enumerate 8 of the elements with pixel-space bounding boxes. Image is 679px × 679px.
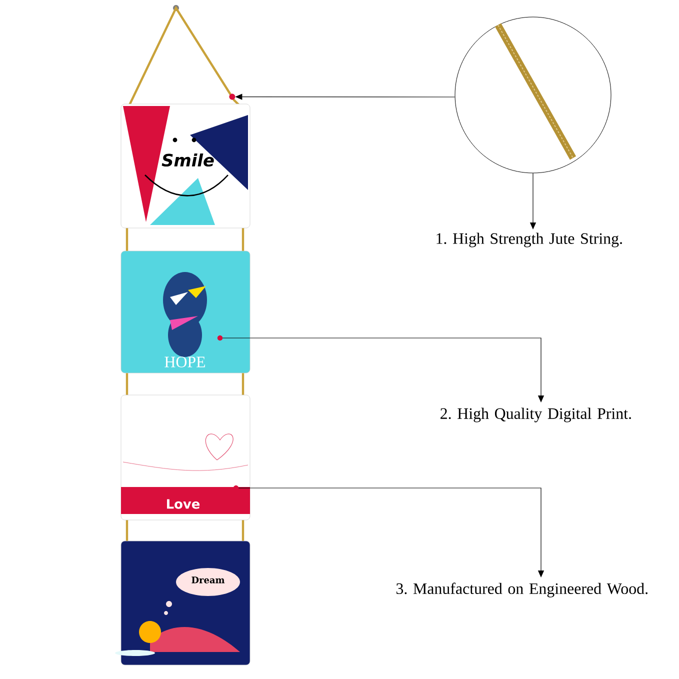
magnified-string-circle bbox=[454, 16, 612, 174]
callout-text: 2. High Quality Digital Print. bbox=[440, 408, 631, 422]
panel-text: Smile bbox=[162, 153, 214, 167]
callout-text: 1. High Strength Jute String. bbox=[436, 232, 622, 248]
leader-line bbox=[250, 488, 544, 578]
panel-text: Love bbox=[167, 499, 200, 509]
panel-text: HOPE bbox=[164, 356, 205, 368]
callout-text: 3. Manufactured on Engineered Wood. bbox=[396, 582, 648, 598]
